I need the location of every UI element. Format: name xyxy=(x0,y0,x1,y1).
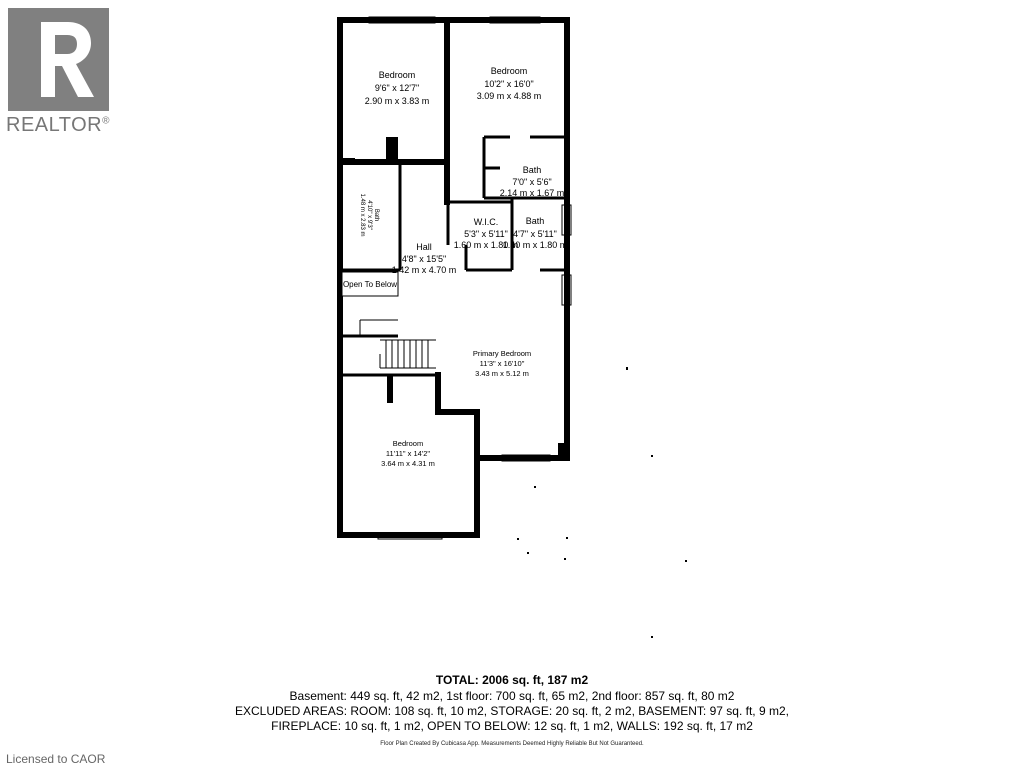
room-label-bedroom-2: Bedroom 10'2" x 16'0" 3.09 m x 4.88 m xyxy=(477,66,542,101)
svg-text:9'6" x 12'7": 9'6" x 12'7" xyxy=(375,83,419,93)
svg-text:2.90 m x 3.83 m: 2.90 m x 3.83 m xyxy=(365,96,430,106)
summary-line: EXCLUDED AREAS: ROOM: 108 sq. ft, 10 m2,… xyxy=(235,704,789,718)
svg-text:Bath: Bath xyxy=(526,216,545,226)
svg-text:1.40 m x 1.80 m: 1.40 m x 1.80 m xyxy=(503,240,568,250)
stairs xyxy=(359,319,436,369)
plan-markers xyxy=(517,367,687,638)
closet-block xyxy=(558,443,567,458)
room-label-bedroom-1: Bedroom 9'6" x 12'7" 2.90 m x 3.83 m xyxy=(365,70,430,106)
room-label-open-to-below: Open To Below xyxy=(343,280,397,289)
open-to-below-area xyxy=(341,271,399,297)
realtor-r-logo-icon xyxy=(8,8,109,111)
svg-text:5'3" x 5'11": 5'3" x 5'11" xyxy=(464,229,508,239)
closet-block xyxy=(343,158,355,164)
licensed-to: Licensed to CAOR xyxy=(6,752,106,766)
svg-text:Hall: Hall xyxy=(416,242,432,252)
svg-text:Bath: Bath xyxy=(523,165,542,175)
room-label-wic: W.I.C. 5'3" x 5'11" 1.60 m x 1.80 m xyxy=(454,217,519,250)
svg-text:4'8" x 15'5": 4'8" x 15'5" xyxy=(402,254,446,264)
svg-text:7'0" x 5'6": 7'0" x 5'6" xyxy=(512,177,551,187)
svg-text:W.I.C.: W.I.C. xyxy=(474,217,499,227)
svg-text:Bedroom: Bedroom xyxy=(379,70,416,80)
room-label-bath-ensuite: Bath 4'7" x 5'11" 1.40 m x 1.80 m xyxy=(503,216,568,250)
svg-text:2.14 m x 1.67 m: 2.14 m x 1.67 m xyxy=(500,188,565,198)
svg-text:4'7" x 5'11": 4'7" x 5'11" xyxy=(513,229,557,239)
svg-text:Bedroom: Bedroom xyxy=(393,439,423,448)
svg-text:Primary Bedroom: Primary Bedroom xyxy=(473,349,531,358)
svg-text:Bedroom: Bedroom xyxy=(491,66,528,76)
svg-text:10'2" x 16'0": 10'2" x 16'0" xyxy=(484,79,533,89)
svg-text:1.42 m x 4.70 m: 1.42 m x 4.70 m xyxy=(392,265,457,275)
svg-text:1.48 m x 2.83 m: 1.48 m x 2.83 m xyxy=(359,193,365,236)
area-summary: TOTAL: 2006 sq. ft, 187 m2 Basement: 449… xyxy=(200,672,824,747)
room-label-bedroom-3: Bedroom 11'11" x 14'2" 3.64 m x 4.31 m xyxy=(381,439,435,468)
room-label-hall: Hall 4'8" x 15'5" 1.42 m x 4.70 m xyxy=(392,242,457,275)
total-area: TOTAL: 2006 sq. ft, 187 m2 xyxy=(435,673,589,687)
summary-line: FIREPLACE: 10 sq. ft, 1 m2, OPEN TO BELO… xyxy=(271,719,753,733)
svg-text:11'3" x 16'10": 11'3" x 16'10" xyxy=(480,359,525,368)
svg-text:11'11" x 14'2": 11'11" x 14'2" xyxy=(386,449,431,458)
room-label-bath-upper: Bath 7'0" x 5'6" 2.14 m x 1.67 m xyxy=(500,165,565,198)
interior-walls xyxy=(340,135,567,377)
summary-line: Basement: 449 sq. ft, 42 m2, 1st floor: … xyxy=(289,689,735,703)
realtor-wordmark: REALTOR® xyxy=(6,114,110,136)
svg-text:3.64 m x 4.31 m: 3.64 m x 4.31 m xyxy=(381,459,435,468)
room-label-primary-bedroom: Primary Bedroom 11'3" x 16'10" 3.43 m x … xyxy=(473,349,531,378)
disclaimer: Floor Plan Created By Cubicasa App. Meas… xyxy=(380,741,644,747)
walls xyxy=(337,17,570,538)
svg-text:3.09 m x 4.88 m: 3.09 m x 4.88 m xyxy=(477,91,542,101)
svg-text:1.60 m x 1.80 m: 1.60 m x 1.80 m xyxy=(454,240,519,250)
svg-text:Bath: Bath xyxy=(373,209,379,221)
svg-text:4'10" x 9'3": 4'10" x 9'3" xyxy=(366,200,372,230)
closet-block xyxy=(386,137,398,162)
room-label-bath-side: Bath 4'10" x 9'3" 1.48 m x 2.83 m xyxy=(359,193,379,236)
svg-text:3.43 m x 5.12 m: 3.43 m x 5.12 m xyxy=(475,369,529,378)
